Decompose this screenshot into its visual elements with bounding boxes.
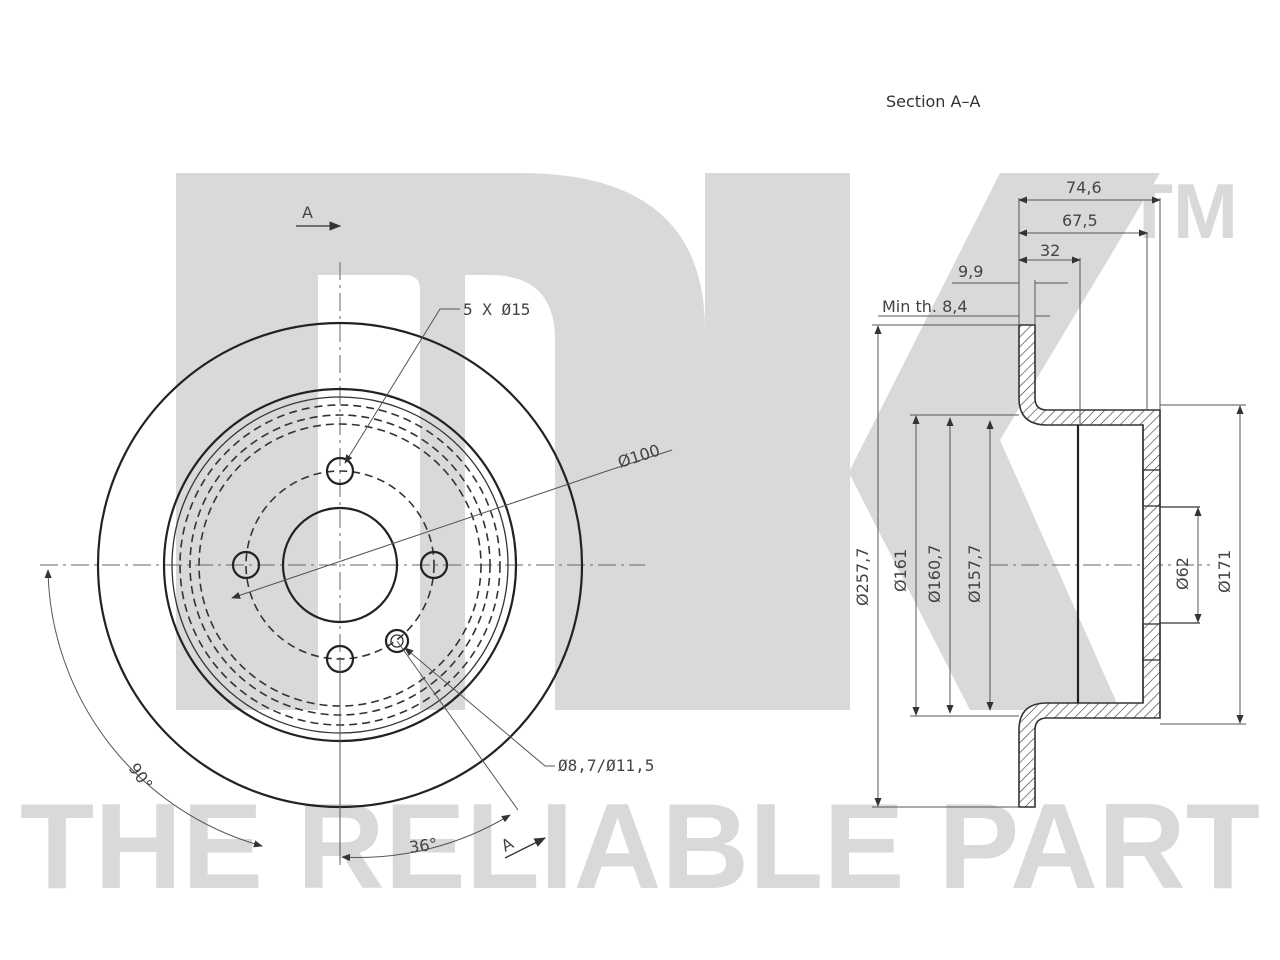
bolt-holes-label: 5 X Ø15 xyxy=(463,300,530,319)
dim-67-5-label: 67,5 xyxy=(1062,211,1098,230)
watermark-tagline: THE RELIABLE PART xyxy=(20,778,1260,914)
bolt-hole-leader xyxy=(344,308,460,464)
min-thickness-label: Min th. 8,4 xyxy=(882,297,968,316)
small-hole-label: Ø8,7/Ø11,5 xyxy=(558,756,654,775)
angle-ray-a xyxy=(396,640,519,811)
front-view: A A 5 X Ø15 Ø100 Ø8,7/Ø11,5 90° 36° xyxy=(40,203,673,865)
section-hub-step-bottom xyxy=(1142,623,1161,661)
small-hole-inner xyxy=(390,634,404,648)
section-view: 74,6 67,5 32 9,9 Min th. 8,4 Ø257,7 Ø161… xyxy=(853,178,1246,808)
dia-157-7-label: Ø157,7 xyxy=(965,545,984,603)
angle-36-label: 36° xyxy=(408,834,439,857)
section-arrow-bottom xyxy=(504,837,547,859)
center-bore xyxy=(281,506,399,624)
dia-160-7-label: Ø160,7 xyxy=(925,545,944,603)
section-hub-step-top xyxy=(1142,469,1161,507)
section-title: Section A–A xyxy=(886,92,980,111)
bolt-hole-top xyxy=(325,456,355,486)
watermark-trademark: TM xyxy=(1125,167,1238,255)
watermark-letter-k xyxy=(705,173,1160,710)
angle-arc-36 xyxy=(341,814,511,862)
dia-62-label: Ø62 xyxy=(1173,557,1192,590)
bolt-hole-right xyxy=(419,550,449,580)
section-marker-top: A xyxy=(302,203,313,222)
angle-arc-90 xyxy=(44,569,263,848)
dim-9-9-label: 9,9 xyxy=(958,262,983,281)
dim-74-6-label: 74,6 xyxy=(1066,178,1102,197)
pcd-dimension-line xyxy=(231,469,611,599)
dim-32-label: 32 xyxy=(1040,241,1060,260)
dia-161-label: Ø161 xyxy=(891,549,910,592)
section-friction-ring xyxy=(1018,324,1161,808)
small-hole-outer xyxy=(384,628,410,654)
dia-171-label: Ø171 xyxy=(1215,550,1234,593)
dia-257-7-label: Ø257,7 xyxy=(853,548,872,606)
pcd-label-underline xyxy=(609,449,673,471)
small-hole-leader xyxy=(404,647,555,767)
watermark-logo xyxy=(176,173,1160,710)
